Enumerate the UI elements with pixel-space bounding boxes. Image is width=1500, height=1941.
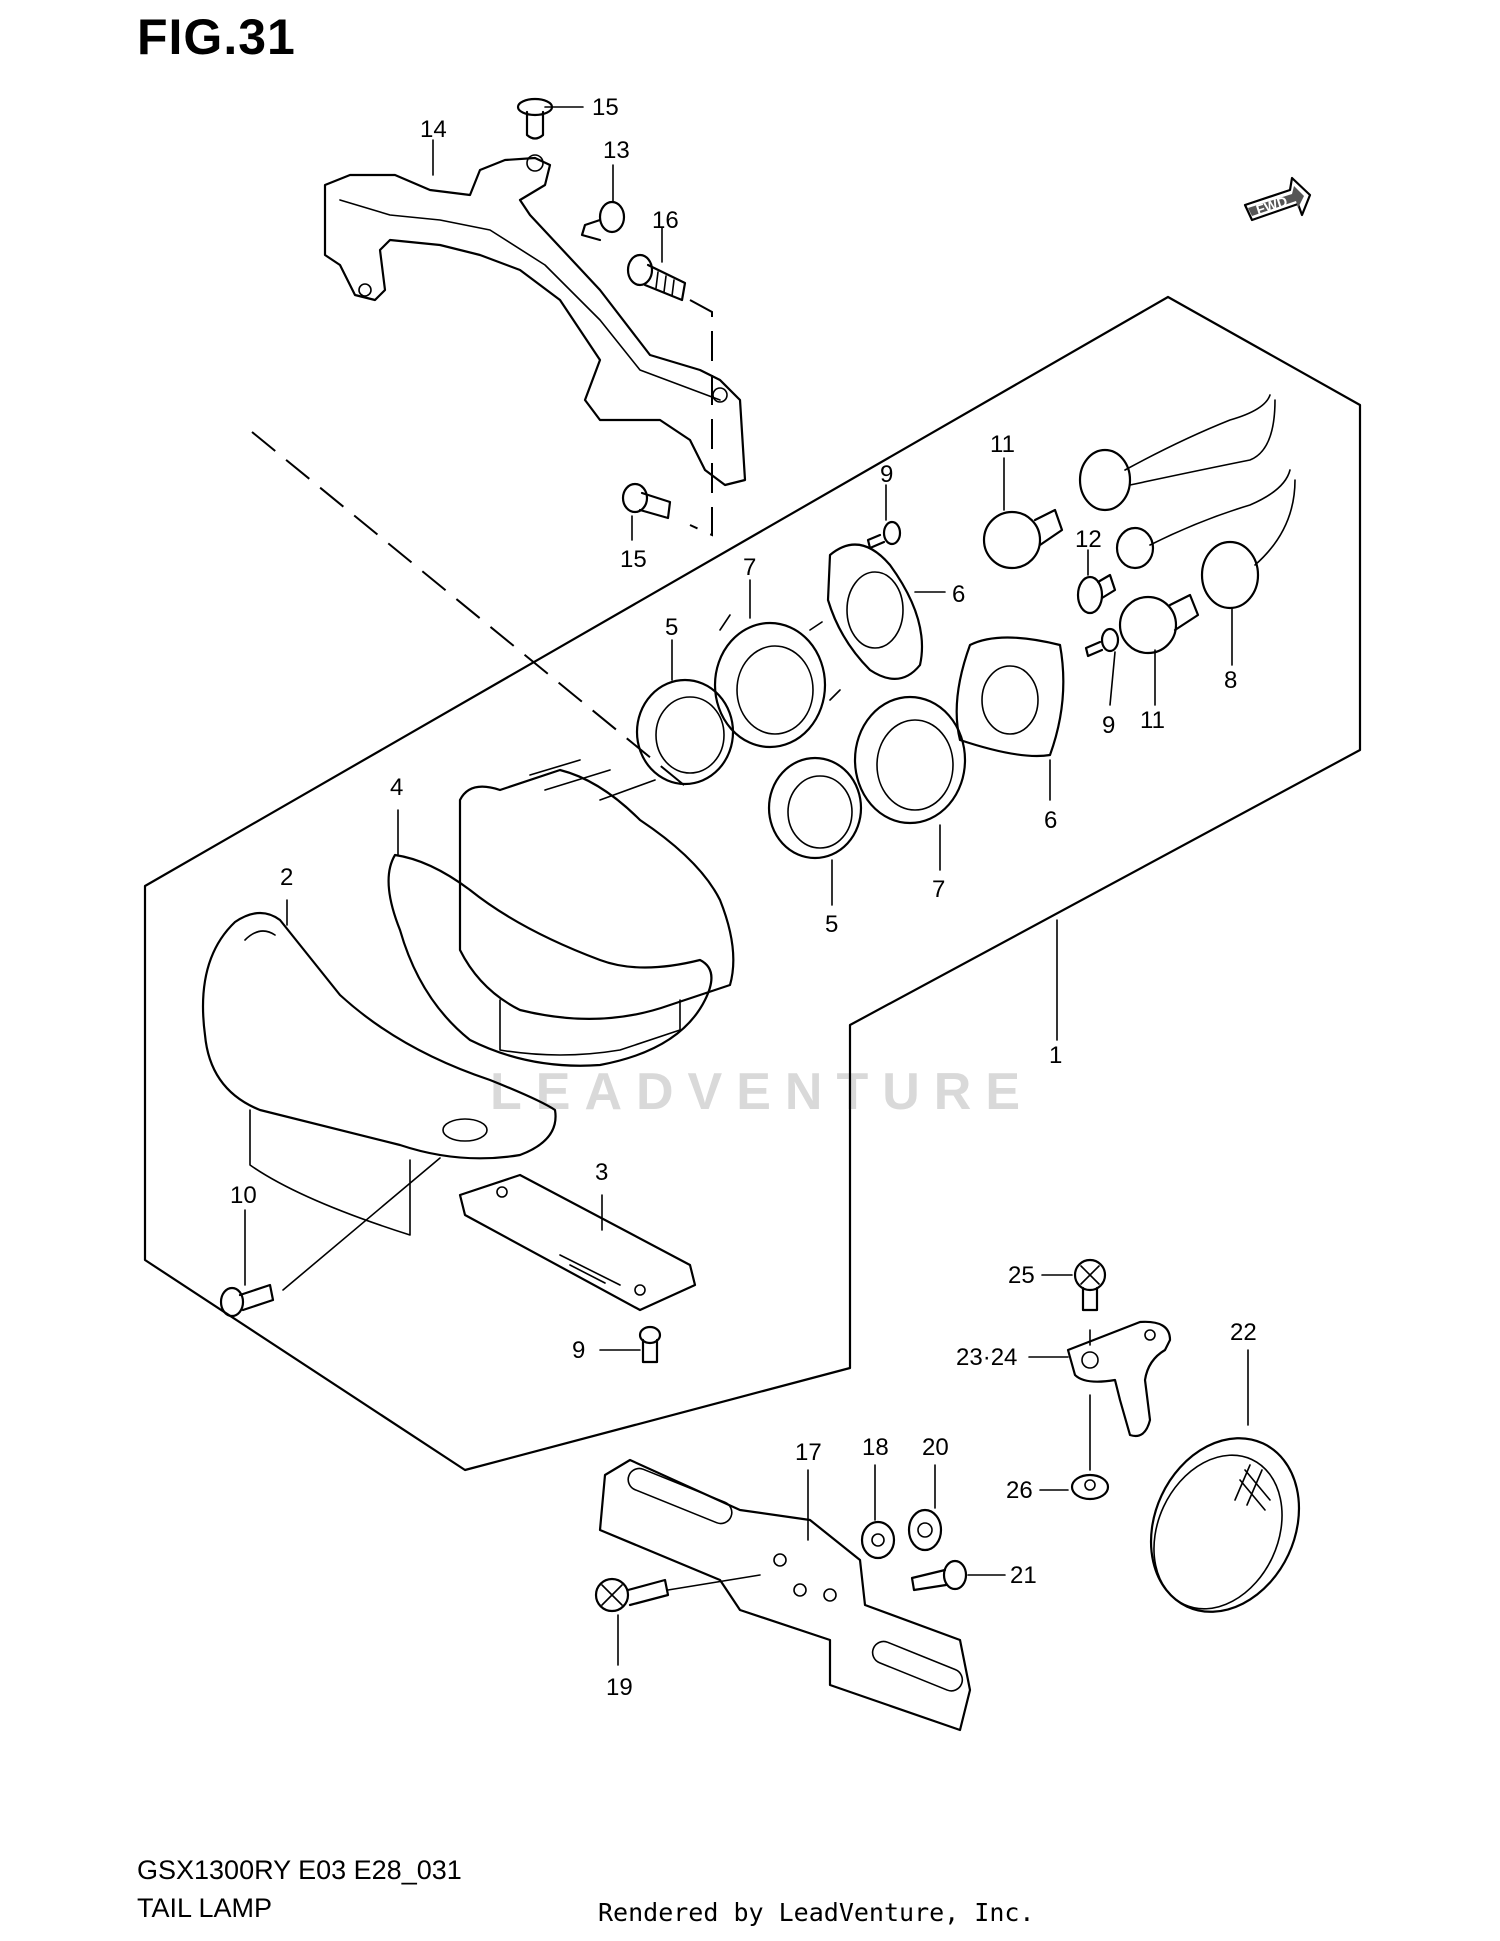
callout-20: 20 (922, 1434, 949, 1461)
gasket-part-6-lower (955, 636, 1065, 758)
callout-26: 26 (1006, 1477, 1033, 1504)
screw-part-9-top (866, 520, 902, 550)
callout-7: 7 (932, 876, 945, 903)
callout-3: 3 (595, 1159, 608, 1186)
bolt-part-21 (910, 1559, 968, 1592)
callout-9: 9 (880, 461, 893, 488)
callout-12: 12 (1075, 526, 1102, 553)
reflector-part-3 (458, 1173, 697, 1312)
socket-harness-part-8 (1078, 394, 1296, 610)
callout-13: 13 (603, 137, 630, 164)
footer-credit: Rendered by LeadVenture, Inc. (598, 1898, 1035, 1927)
lock-ring-part-7-upper (713, 614, 841, 749)
seal-part-4 (387, 853, 713, 1067)
callout-9: 9 (572, 1337, 585, 1364)
callout-5: 5 (665, 614, 678, 641)
screw-part-9-bottom (638, 1325, 662, 1364)
callout-4: 4 (390, 774, 403, 801)
callout-5: 5 (825, 911, 838, 938)
nut-part-26 (1070, 1473, 1110, 1501)
callout-14: 14 (420, 116, 447, 143)
callout-1: 1 (1049, 1042, 1062, 1069)
callout-15: 15 (620, 546, 647, 573)
bulb-part-12 (1076, 573, 1117, 615)
gasket-part-6-upper (826, 543, 924, 680)
callout-18: 18 (862, 1434, 889, 1461)
callout-6: 6 (952, 581, 965, 608)
callout-19: 19 (606, 1674, 633, 1701)
callout-16: 16 (652, 207, 679, 234)
washer-part-18 (860, 1520, 896, 1560)
callout-8: 8 (1224, 667, 1237, 694)
lamp-housing (458, 759, 735, 1056)
screw-part-15-top (516, 97, 554, 140)
callout-25: 25 (1008, 1262, 1035, 1289)
bolt-part-16 (626, 253, 687, 302)
model-code: GSX1300RY E03 E28_031 (137, 1855, 462, 1885)
nut-part-20 (907, 1508, 943, 1552)
callout-6: 6 (1044, 807, 1057, 834)
fwd-arrow-icon: FWD (1243, 176, 1312, 222)
callout-11: 11 (990, 431, 1015, 458)
callout-7: 7 (743, 554, 756, 581)
screw-part-15-bottom (621, 482, 672, 520)
screw-part-19 (594, 1577, 670, 1613)
callout-15: 15 (592, 94, 619, 121)
callout-23-24: 23·24 (956, 1344, 1017, 1371)
screw-part-10 (219, 1283, 275, 1318)
callout-22: 22 (1230, 1319, 1257, 1346)
bolt-part-13 (580, 200, 626, 242)
bracket-part-23-24 (1066, 1320, 1172, 1438)
callout-21: 21 (1010, 1562, 1037, 1589)
callout-labels: 15 14 13 16 15 9 11 12 7 6 5 8 9 11 6 7 … (230, 94, 1257, 1701)
screw-part-9-right (1084, 627, 1120, 658)
callout-11: 11 (1140, 707, 1165, 734)
bulb-part-11-upper (982, 508, 1064, 570)
bracket-part-14 (323, 154, 747, 487)
watermark: LEADVENTURE (490, 1063, 1035, 1121)
callout-17: 17 (795, 1439, 822, 1466)
lock-ring-part-7-lower (853, 695, 967, 825)
diagram-title: TAIL LAMP (137, 1893, 273, 1923)
figure-title: FIG.31 (137, 9, 296, 65)
bulb-part-11-lower (1118, 593, 1200, 655)
callout-10: 10 (230, 1182, 257, 1209)
tail-lamp-assembly-outline (143, 295, 1362, 1472)
lens-part-2 (201, 911, 557, 1236)
gasket-part-5-upper (635, 678, 735, 786)
gasket-part-5-lower (767, 756, 863, 860)
side-reflector-part-22 (1149, 1437, 1301, 1613)
leader-lines (244, 106, 1249, 1666)
license-bracket-part-17 (598, 1458, 972, 1732)
callout-9: 9 (1102, 712, 1115, 739)
callout-2: 2 (280, 864, 293, 891)
screw-part-25 (1073, 1258, 1107, 1312)
